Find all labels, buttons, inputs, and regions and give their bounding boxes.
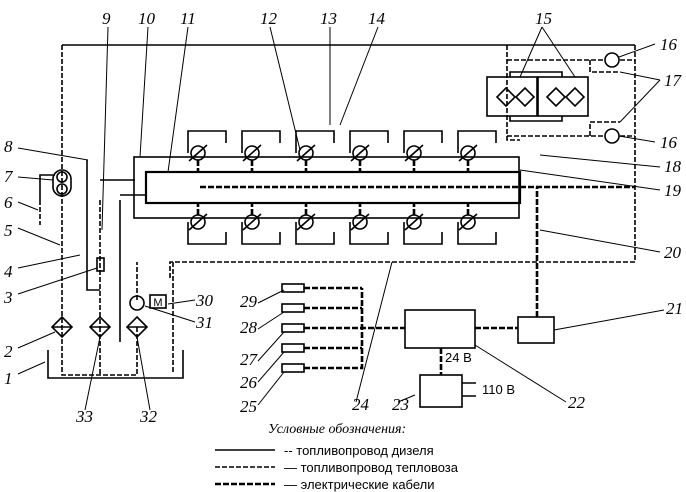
label-13: 13 — [320, 9, 337, 28]
filter-2 — [50, 315, 74, 339]
label-6: 6 — [4, 193, 13, 212]
legend-item-locomotive-fuel: — топливопровод тепловоза — [284, 460, 459, 475]
label-1: 1 — [4, 369, 13, 388]
label-28: 28 — [240, 318, 258, 337]
label-7: 7 — [4, 167, 14, 186]
label-12: 12 — [260, 9, 278, 28]
voltage-110v: 110 В — [482, 382, 515, 397]
callout-labels: 1 2 3 4 5 6 7 8 9 10 11 12 13 14 15 16 1… — [3, 9, 683, 426]
label-21: 21 — [666, 299, 683, 318]
legend-title: Условные обозначения: — [268, 422, 406, 437]
label-15: 15 — [535, 9, 552, 28]
label-17: 17 — [664, 71, 683, 90]
heater-block-15 — [486, 71, 589, 122]
engine-block — [133, 130, 635, 245]
label-33: 33 — [75, 407, 93, 426]
electrical-system: 24 В 110 В — [281, 187, 555, 408]
unit-21 — [517, 316, 555, 344]
legend: Условные обозначения: -- топливопровод д… — [215, 422, 459, 492]
label-18: 18 — [664, 157, 682, 176]
motor-label: M — [153, 297, 162, 309]
label-22: 22 — [568, 393, 586, 412]
pressure-gauges — [604, 52, 620, 144]
locomotive-fuel-lines — [39, 44, 636, 376]
label-30: 30 — [195, 291, 214, 310]
label-27: 27 — [240, 350, 259, 369]
fuel-tank — [47, 350, 184, 379]
gauge-icon — [604, 52, 620, 68]
valve-3 — [96, 257, 105, 272]
label-10: 10 — [138, 9, 156, 28]
label-2: 2 — [4, 342, 13, 361]
label-5: 5 — [4, 221, 13, 240]
label-24: 24 — [352, 395, 370, 414]
label-29: 29 — [240, 292, 258, 311]
label-19: 19 — [664, 181, 682, 200]
label-23: 23 — [392, 395, 409, 414]
voltage-24v: 24 В — [445, 350, 472, 365]
legend-item-electric-cables: — электрические кабели — [284, 477, 435, 492]
return-line — [169, 45, 636, 280]
label-8: 8 — [4, 137, 13, 156]
fuel-pump-7 — [52, 169, 72, 197]
label-31: 31 — [195, 313, 213, 332]
label-16-bottom: 16 — [660, 133, 678, 152]
power-unit-23 — [419, 374, 463, 408]
gauge-icon — [604, 128, 620, 144]
label-9: 9 — [102, 9, 111, 28]
control-unit-22 — [404, 309, 476, 349]
label-11: 11 — [180, 9, 196, 28]
label-32: 32 — [139, 407, 158, 426]
label-20: 20 — [664, 243, 682, 262]
label-14: 14 — [368, 9, 386, 28]
label-3: 3 — [3, 288, 13, 307]
motor-pump: M — [129, 294, 167, 311]
label-25: 25 — [240, 397, 257, 416]
legend-item-diesel-fuel: -- топливопровод дизеля — [284, 443, 434, 458]
leader-lines — [17, 26, 665, 411]
label-16-top: 16 — [660, 35, 678, 54]
label-26: 26 — [240, 373, 258, 392]
label-4: 4 — [4, 262, 13, 281]
